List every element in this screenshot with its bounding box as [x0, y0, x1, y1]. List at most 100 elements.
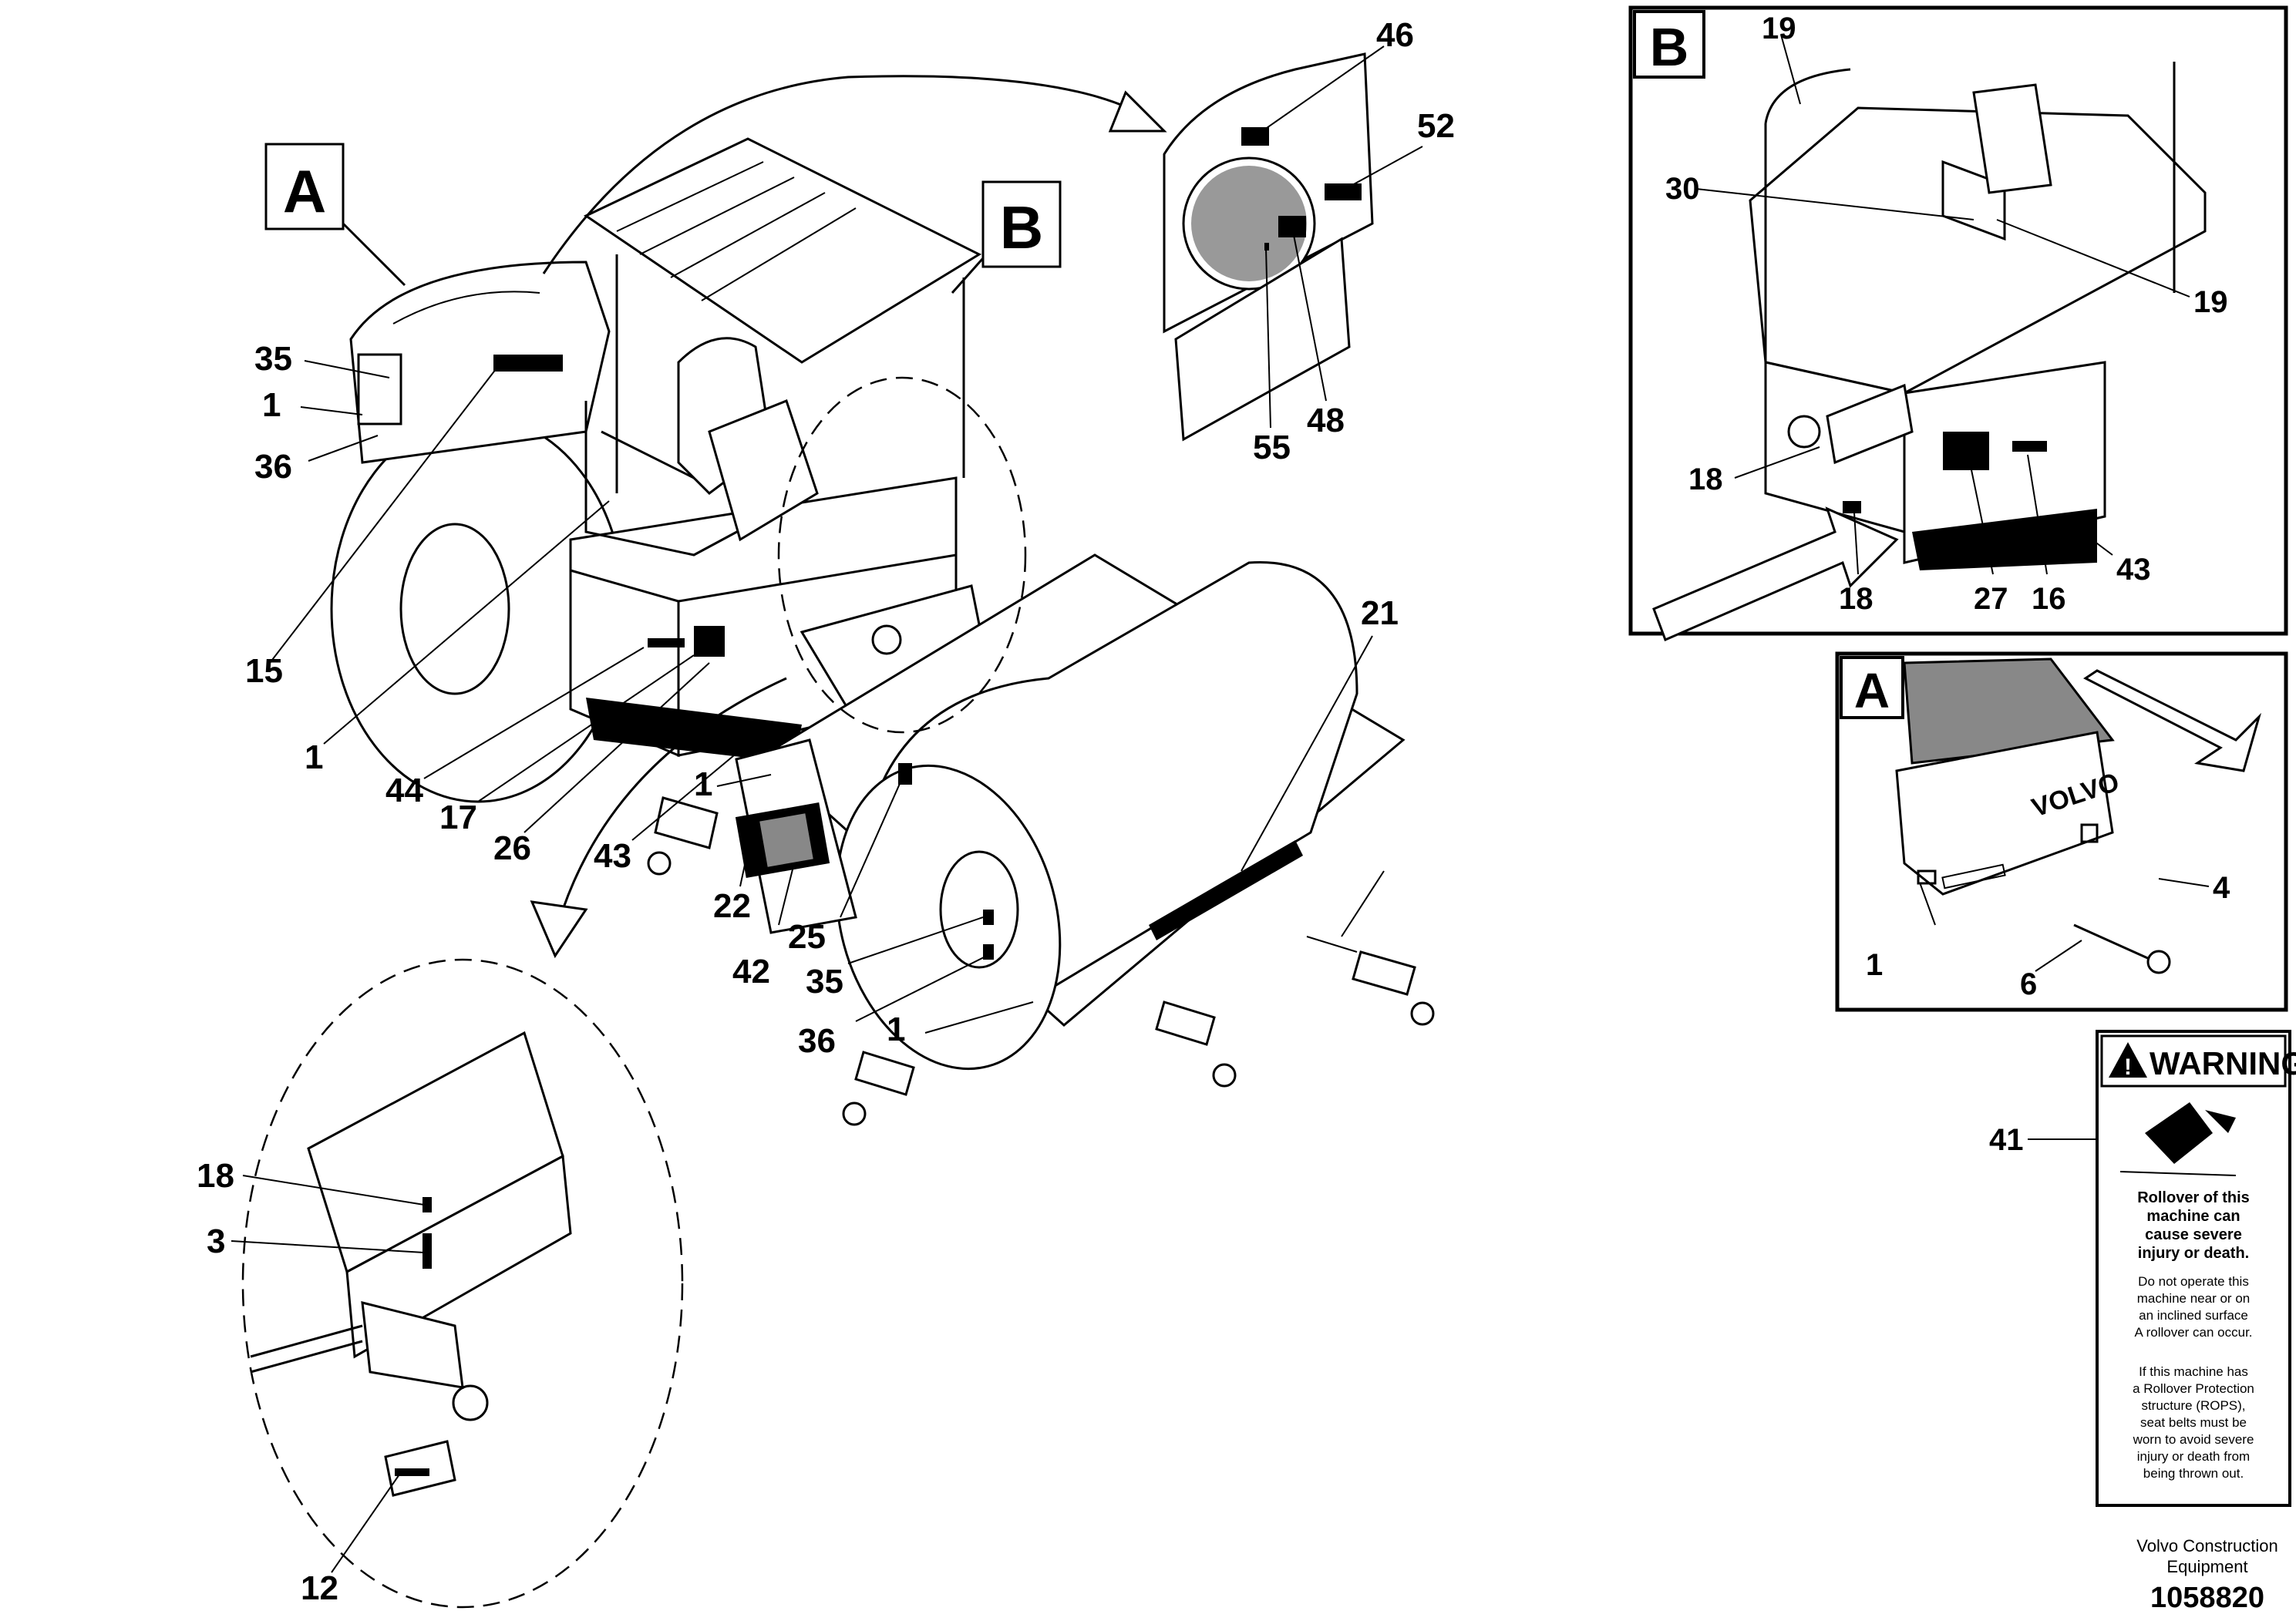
callout-26: 26 — [493, 829, 531, 867]
svg-text:A: A — [1854, 663, 1890, 718]
svg-text:!: ! — [2124, 1054, 2132, 1080]
decal-55 — [1264, 243, 1269, 251]
view-b-badge-main: B — [951, 180, 1062, 294]
callout-1a: 1 — [262, 386, 281, 424]
detail-view-a: A VOLVO 4 1 6 — [1835, 651, 2288, 1012]
callout-55: 55 — [1253, 429, 1291, 466]
svg-text:seat belts must be: seat belts must be — [2140, 1415, 2247, 1430]
callout-42: 42 — [732, 953, 770, 990]
rear-hood — [349, 261, 611, 464]
direction-arrow-b — [1652, 506, 1899, 642]
callout-12: 12 — [301, 1569, 338, 1607]
callout-b-27: 27 — [1974, 582, 2008, 616]
callout-b-18a: 18 — [1688, 462, 1723, 496]
callout-18a: 18 — [197, 1157, 234, 1195]
callout-43a: 43 — [594, 837, 631, 875]
svg-text:B: B — [1650, 17, 1689, 77]
callout-52: 52 — [1417, 107, 1455, 145]
svg-text:Do not operate this: Do not operate this — [2138, 1274, 2249, 1289]
svg-text:If this machine has: If this machine has — [2139, 1364, 2248, 1379]
callout-48: 48 — [1307, 402, 1345, 439]
callout-44: 44 — [385, 772, 423, 809]
svg-text:structure (ROPS),: structure (ROPS), — [2141, 1398, 2245, 1413]
callout-b-30: 30 — [1665, 172, 1700, 206]
callout-a-4: 4 — [2213, 871, 2230, 905]
callout-36b: 36 — [798, 1022, 836, 1060]
decal-21 — [1149, 840, 1303, 940]
callout-b-16: 16 — [2032, 582, 2066, 616]
callout-b-19b: 19 — [2193, 285, 2228, 319]
decal-15 — [493, 355, 563, 372]
decal-16 — [2012, 441, 2047, 452]
svg-text:A rollover can occur.: A rollover can occur. — [2134, 1325, 2252, 1340]
callout-leaders-main — [231, 45, 1423, 1573]
decal-44 — [648, 638, 685, 647]
callout-b-18b: 18 — [1839, 582, 1873, 616]
warning-paragraph-2: If this machine has a Rollover Protectio… — [2133, 1364, 2254, 1481]
callout-36a: 36 — [254, 448, 292, 486]
svg-text:a Rollover Protection: a Rollover Protection — [2133, 1381, 2254, 1396]
callout-35a: 35 — [254, 340, 292, 378]
alert-triangle-icon — [2109, 1042, 2147, 1078]
svg-text:B: B — [1000, 193, 1043, 261]
svg-text:machine near or on: machine near or on — [2137, 1291, 2250, 1306]
callout-1c: 1 — [694, 765, 712, 803]
decal-43 — [586, 698, 802, 763]
decal-27 — [1943, 432, 1989, 470]
callout-35b: 35 — [806, 963, 843, 1001]
callout-21: 21 — [1361, 594, 1399, 632]
svg-text:being thrown out.: being thrown out. — [2143, 1466, 2244, 1481]
callout-3: 3 — [207, 1222, 225, 1260]
callout-41: 41 — [1989, 1123, 2024, 1157]
direction-arrow-a — [2083, 669, 2262, 772]
callout-17: 17 — [439, 799, 477, 836]
warning-paragraph-1: Do not operate this machine near or on a… — [2134, 1274, 2252, 1340]
callout-25: 25 — [788, 918, 826, 956]
lower-detail-view — [241, 958, 684, 1609]
callout-b-43: 43 — [2116, 553, 2151, 587]
warning-header: WARNING — [2150, 1045, 2296, 1081]
callout-22: 22 — [713, 887, 751, 925]
callout-1d: 1 — [887, 1011, 905, 1048]
decal-48 — [1278, 216, 1306, 237]
decal-12 — [395, 1468, 429, 1476]
rops-roof — [583, 137, 982, 364]
view-a-badge-main: A — [264, 143, 406, 287]
roller-machine-drawing — [330, 137, 1435, 1126]
svg-text:injury or death.: injury or death. — [2138, 1245, 2249, 1262]
decal-52 — [1325, 183, 1362, 200]
callouts-main: 35 1 36 15 1 44 17 26 43 1 22 42 25 35 3… — [197, 16, 1455, 1607]
callout-46: 46 — [1376, 16, 1414, 54]
footer-block: Volvo Construction Equipment 1058820 — [2136, 1536, 2277, 1614]
callout-15: 15 — [245, 652, 283, 690]
callout-a-1: 1 — [1866, 948, 1883, 982]
svg-text:worn to avoid severe: worn to avoid severe — [2133, 1432, 2254, 1447]
warning-headline: Rollover of this machine can cause sever… — [2137, 1189, 2250, 1262]
svg-text:Rollover of this: Rollover of this — [2137, 1189, 2250, 1206]
drawing-number: 1058820 — [2150, 1582, 2264, 1614]
arrow-head-left — [530, 900, 588, 959]
arrow-head-top — [1108, 90, 1167, 133]
svg-text:injury or death from: injury or death from — [2137, 1449, 2250, 1464]
callout-1b: 1 — [305, 738, 323, 776]
footer-company-line2: Equipment — [2166, 1557, 2247, 1576]
svg-text:A: A — [283, 157, 326, 225]
decal-35 — [983, 910, 994, 925]
svg-text:machine can: machine can — [2146, 1208, 2240, 1225]
detail-view-b: B 19 30 19 18 18 27 16 43 — [1628, 5, 2288, 642]
rollover-pictogram-icon — [2119, 1102, 2237, 1176]
svg-text:an inclined surface: an inclined surface — [2139, 1308, 2248, 1323]
callout-b-19a: 19 — [1762, 12, 1796, 45]
hood-grille-panel — [1163, 52, 1374, 442]
warning-decal-41: 41 ! WARNING Rollover of this machine ca… — [1989, 1030, 2296, 1507]
decal-18-detail — [423, 1197, 432, 1212]
arrow-curve-top — [542, 75, 1157, 274]
decal-3 — [423, 1233, 432, 1269]
detail-area-ellipse — [777, 376, 1027, 734]
svg-text:cause severe: cause severe — [2145, 1226, 2242, 1243]
callout-a-6: 6 — [2020, 967, 2037, 1001]
footer-company-line1: Volvo Construction — [2136, 1536, 2277, 1555]
arrow-curve-left — [561, 677, 787, 910]
decal-17 — [694, 626, 725, 657]
